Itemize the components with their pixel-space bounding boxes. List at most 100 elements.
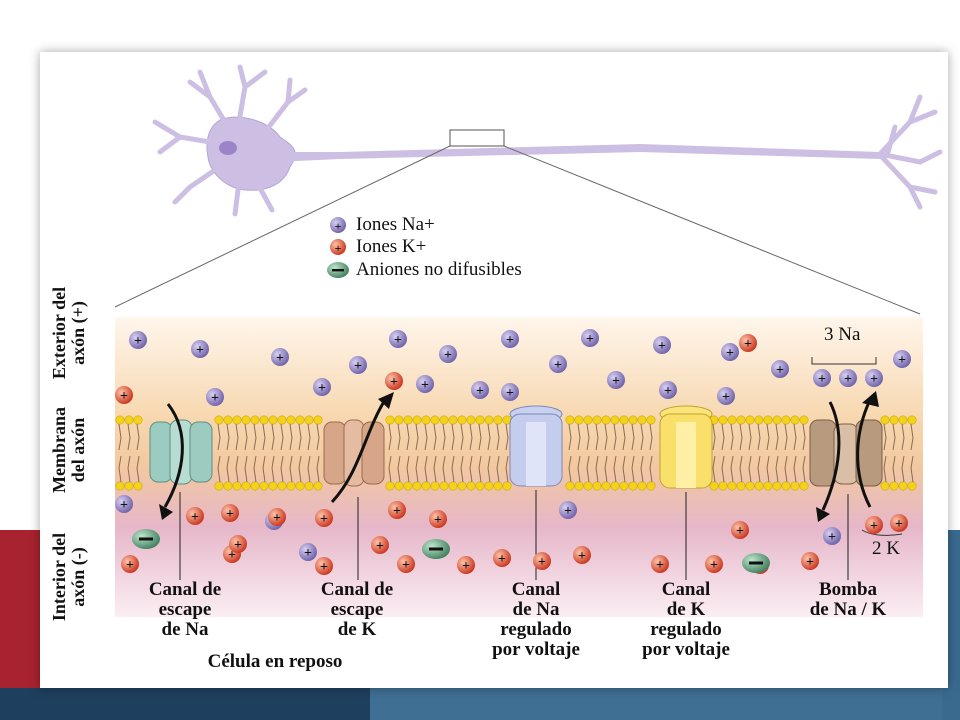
lipid-tail [388, 423, 392, 483]
exterior-label: Exterior del axón (+) [49, 254, 88, 412]
lipid-head [232, 481, 242, 491]
lipid-head [241, 481, 251, 491]
svg-text:+: + [818, 372, 826, 387]
lipid-tail [631, 423, 635, 483]
lipid-head [583, 415, 593, 425]
lipid-head [574, 481, 584, 491]
svg-text:+: + [394, 333, 402, 348]
lipid-head [214, 481, 224, 491]
svg-text:+: + [806, 555, 814, 570]
lipid-head [772, 481, 782, 491]
lipid-tail [775, 423, 779, 483]
lipid-tail [757, 423, 761, 483]
svg-text:+: + [335, 219, 342, 233]
legend-icons: + + [327, 217, 349, 278]
svg-text:+: + [196, 343, 204, 358]
lipid-head [637, 481, 647, 491]
svg-text:+: + [564, 504, 572, 519]
anion-icon [742, 553, 770, 573]
lipid-head [430, 415, 440, 425]
lipid-head [493, 415, 503, 425]
lipid-head [889, 415, 899, 425]
label-k-leak-channel: Canal de escape de K [302, 580, 412, 640]
lipid-tail [397, 423, 401, 483]
lipid-head [286, 415, 296, 425]
svg-text:+: + [736, 524, 744, 539]
lipid-head [223, 415, 233, 425]
lipid-head [646, 481, 656, 491]
anion-legend-icon [327, 262, 349, 278]
svg-text:+: + [476, 384, 484, 399]
na-ion-icon: + [839, 369, 857, 387]
lipid-head [466, 481, 476, 491]
interior-label-line1: Interior del [49, 532, 69, 622]
k-ion-icon: + [731, 521, 749, 539]
lipid-head [574, 415, 584, 425]
label-na-leak-channel: Canal de escape de Na [130, 580, 240, 640]
label-line: por voltaje [492, 639, 580, 660]
lipid-head [214, 415, 224, 425]
k-ion-icon: + [890, 514, 908, 532]
lipid-tail [298, 423, 302, 483]
lipid-tail [280, 423, 284, 483]
lipid-head [439, 415, 449, 425]
k-ion-icon: + [186, 507, 204, 525]
na-ion-icon: + [823, 527, 841, 545]
lipid-head [475, 481, 485, 491]
lipid-tail [415, 423, 419, 483]
lipid-head [394, 481, 404, 491]
exterior-label-line1: Exterior del [49, 286, 69, 380]
label-line: Canal de [148, 579, 222, 600]
lipid-head [502, 481, 512, 491]
lipid-head [295, 415, 305, 425]
na-ion-icon: + [349, 356, 367, 374]
lipid-tail [217, 423, 221, 483]
svg-text:+: + [776, 363, 784, 378]
lipid-tail [883, 423, 887, 483]
label-line: de K [666, 599, 706, 620]
svg-text:+: + [870, 519, 878, 534]
lipid-head [646, 415, 656, 425]
na-ion-icon: + [865, 369, 883, 387]
svg-text:+: + [898, 353, 906, 368]
lipid-head [385, 415, 395, 425]
label-line: Canal [511, 579, 561, 600]
lipid-tail [622, 423, 626, 483]
label-line: regulado [500, 619, 572, 640]
svg-text:+: + [234, 538, 242, 553]
diagram-svg: ++++++++++++++++++++++++++++++++++++++++… [114, 64, 943, 617]
svg-text:+: + [273, 511, 281, 526]
lipid-head [736, 481, 746, 491]
lipid-tail [802, 423, 806, 483]
lipid-tail [748, 423, 752, 483]
legend-anion-label: Aniones no difusibles [356, 259, 522, 280]
lipid-head [313, 481, 323, 491]
na-ion-icon: + [191, 340, 209, 358]
lipid-head [601, 415, 611, 425]
lipid-head [619, 481, 629, 491]
svg-text:+: + [744, 337, 752, 352]
lipid-tail [226, 423, 230, 483]
lipid-head [475, 415, 485, 425]
lipid-head [115, 481, 125, 491]
lipid-head [223, 481, 233, 491]
lipid-head [781, 481, 791, 491]
lipid-tail [307, 423, 311, 483]
lipid-head [799, 481, 809, 491]
lipid-tail [451, 423, 455, 483]
lipid-tail [721, 423, 725, 483]
na-ion-icon: + [653, 336, 671, 354]
label-line: Canal de [320, 579, 394, 600]
k-ion-icon: + [315, 557, 333, 575]
lipid-head [133, 481, 143, 491]
svg-text:+: + [228, 548, 236, 563]
lipid-head [448, 481, 458, 491]
svg-text:+: + [354, 359, 362, 374]
na-ion-icon: + [581, 329, 599, 347]
lipid-tail [649, 423, 653, 483]
lipid-tail [433, 423, 437, 483]
lipid-head [124, 481, 134, 491]
na-ion-icon: + [501, 330, 519, 348]
svg-text:+: + [658, 339, 666, 354]
lipid-head [754, 481, 764, 491]
